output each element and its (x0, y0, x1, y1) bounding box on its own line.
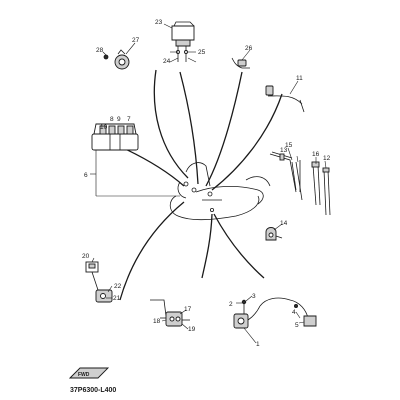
callout-10: 10 (100, 124, 108, 131)
callout-26: 26 (245, 45, 253, 52)
callout-21: 21 (113, 295, 121, 302)
callout-1: 1 (256, 341, 260, 348)
fuse-box-part (91, 123, 139, 151)
diagram-code: 37P6300-L400 (70, 387, 116, 394)
switch-assembly (85, 261, 113, 303)
callout-19: 19 (188, 326, 196, 333)
callout-15: 15 (285, 142, 293, 149)
fwd-label: FWD (78, 372, 90, 378)
lead-part-11 (265, 85, 305, 113)
callout-5: 5 (295, 322, 299, 329)
callout-4: 4 (292, 309, 296, 316)
callout-numbers: 1 2 3 4 5 6 7 8 9 10 11 12 13 14 15 16 1… (82, 19, 331, 348)
callout-13: 13 (280, 147, 288, 154)
callout-2: 2 (229, 301, 233, 308)
callout-6: 6 (84, 172, 88, 179)
callout-7: 7 (127, 116, 131, 123)
callout-17: 17 (184, 306, 192, 313)
callout-20: 20 (82, 253, 90, 260)
callout-16: 16 (312, 151, 320, 158)
scooter-frame (169, 162, 271, 221)
callout-11: 11 (296, 75, 303, 82)
horn-part (103, 49, 130, 70)
callout-27: 27 (132, 37, 140, 44)
clamp-part-14 (265, 227, 283, 241)
callout-8: 8 (110, 116, 114, 123)
ignition-coil-part (233, 297, 317, 329)
callout-22: 22 (114, 283, 122, 290)
callout-9: 9 (117, 116, 121, 123)
callout-23: 23 (155, 19, 163, 26)
callout-25: 25 (198, 49, 206, 56)
fwd-arrow-icon: FWD (68, 367, 110, 379)
sensor-part-26 (231, 57, 250, 69)
callout-12: 12 (323, 155, 331, 162)
callout-14: 14 (280, 220, 288, 227)
callout-18: 18 (153, 318, 161, 325)
regulator-part (150, 299, 190, 327)
callout-3: 3 (252, 293, 256, 300)
harness-wires (99, 69, 283, 301)
callout-leaders (90, 23, 327, 344)
relay-part (171, 21, 195, 62)
callout-28: 28 (96, 47, 104, 54)
callout-24: 24 (163, 58, 171, 65)
cable-ties (269, 151, 331, 216)
